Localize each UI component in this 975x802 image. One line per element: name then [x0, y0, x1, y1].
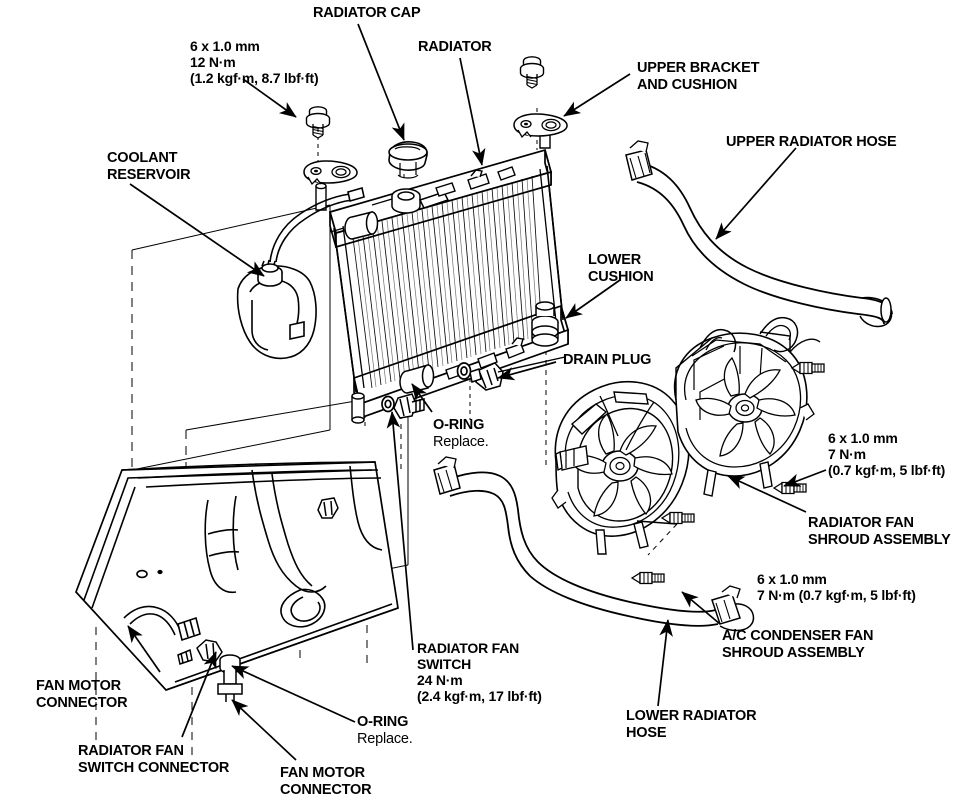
radiator-fins-fine [356, 177, 539, 388]
fan-shroud-screw-mid [661, 511, 695, 525]
upper-bracket-right-with-bolt [513, 56, 568, 138]
label-lower-radiator-hose: LOWER RADIATOR HOSE [626, 708, 757, 741]
radiator-lower-left-stud [351, 392, 365, 424]
label-radiator-fan-switch-connector: RADIATOR FAN SWITCH CONNECTOR [78, 743, 230, 776]
leader-radiator [459, 57, 486, 166]
upper-bracket-left-with-bolt [303, 106, 358, 185]
leader-tail-fan-shroud [636, 520, 678, 525]
fan-shroud-screw-lower-left [631, 571, 665, 585]
leader-drain-plug [497, 361, 557, 381]
leader-fan-motor-connector-left [127, 625, 161, 673]
label-ac-condenser-fan-shroud-assembly: A/C CONDENSER FAN SHROUD ASSEMBLY [722, 628, 874, 661]
radiator-fins [351, 175, 543, 389]
label-o-ring-drain-replace: Replace. [433, 434, 489, 450]
label-radiator-fan-shroud-assembly: RADIATOR FAN SHROUD ASSEMBLY [808, 515, 951, 548]
drain-plug-o-ring [456, 362, 472, 380]
label-upper-bracket-and-cushion: UPPER BRACKET AND CUSHION [637, 60, 760, 93]
label-torque-fan-shroud: 6 x 1.0 mm 7 N·m (0.7 kgf·m, 5 lbf·ft) [828, 430, 946, 478]
label-radiator-cap: RADIATOR CAP [313, 5, 421, 21]
lower-radiator-hose-part [433, 456, 755, 632]
leader-radiator-cap [357, 23, 405, 141]
label-fan-motor-connector-left: FAN MOTOR CONNECTOR [36, 678, 128, 711]
radiator-upper-left-stud [315, 182, 327, 211]
leader-torque-fan-shroud [783, 469, 827, 487]
coolant-reservoir-part [236, 186, 365, 360]
label-coolant-reservoir: COOLANT RESERVOIR [107, 150, 191, 183]
fan-motor-wire-left [123, 605, 201, 642]
radiator-fan-shroud-part [673, 316, 821, 497]
leader-radiator-fan-switch [386, 411, 414, 651]
upper-radiator-hose-part [625, 140, 893, 328]
label-drain-plug: DRAIN PLUG [563, 352, 652, 368]
leader-o-ring-switch [231, 665, 356, 723]
radiator-inlet-neck [329, 211, 379, 240]
leader-ac-condenser-fan-shroud [681, 591, 721, 625]
leader-fan-motor-connector-bottom [231, 699, 297, 761]
label-o-ring-drain: O-RING [433, 417, 485, 433]
radiator-top-fittings [435, 166, 516, 197]
label-upper-radiator-hose: UPPER RADIATOR HOSE [726, 134, 897, 150]
label-torque-cap-bracket: 6 x 1.0 mm 12 N·m (1.2 kgf·m, 8.7 lbf·ft… [190, 38, 319, 86]
leader-lines [127, 23, 827, 761]
label-o-ring-switch: O-RING [357, 714, 409, 730]
radiator-cap-part [388, 141, 428, 179]
leader-radiator-fan-shroud [727, 475, 807, 513]
label-radiator: RADIATOR [418, 39, 492, 55]
leader-upper-radiator-hose [715, 147, 797, 240]
ac-condenser-fan-shroud-part [551, 380, 690, 555]
radiator-fan-switch-o-ring [381, 395, 395, 413]
leader-radiator-fan-switch-connector [181, 651, 217, 738]
label-radiator-fan-switch: RADIATOR FAN SWITCH 24 N·m (2.4 kgf·m, 1… [417, 640, 542, 704]
leader-coolant-reservoir [129, 183, 265, 277]
label-o-ring-switch-replace: Replace. [357, 731, 413, 747]
leader-lines-plain [497, 356, 678, 525]
label-lower-cushion: LOWER CUSHION [588, 252, 654, 285]
leader-tail-drain [497, 356, 566, 373]
fan-motor-connector-part-bottom [217, 654, 243, 702]
leader-lower-cushion [565, 279, 621, 319]
leader-o-ring-drain [411, 383, 433, 413]
leader-torque-cap-bracket [242, 78, 297, 118]
label-fan-motor-connector-bottom: FAN MOTOR CONNECTOR [280, 765, 372, 798]
lower-support-panel [75, 461, 399, 691]
lower-bracket-pin [317, 497, 339, 519]
leader-upper-bracket [563, 73, 631, 117]
leader-lower-radiator-hose [657, 619, 673, 707]
label-torque-ac-condenser-fan: 6 x 1.0 mm 7 N·m (0.7 kgf·m, 5 lbf·ft) [757, 571, 916, 603]
lower-cushion-part [531, 301, 559, 347]
